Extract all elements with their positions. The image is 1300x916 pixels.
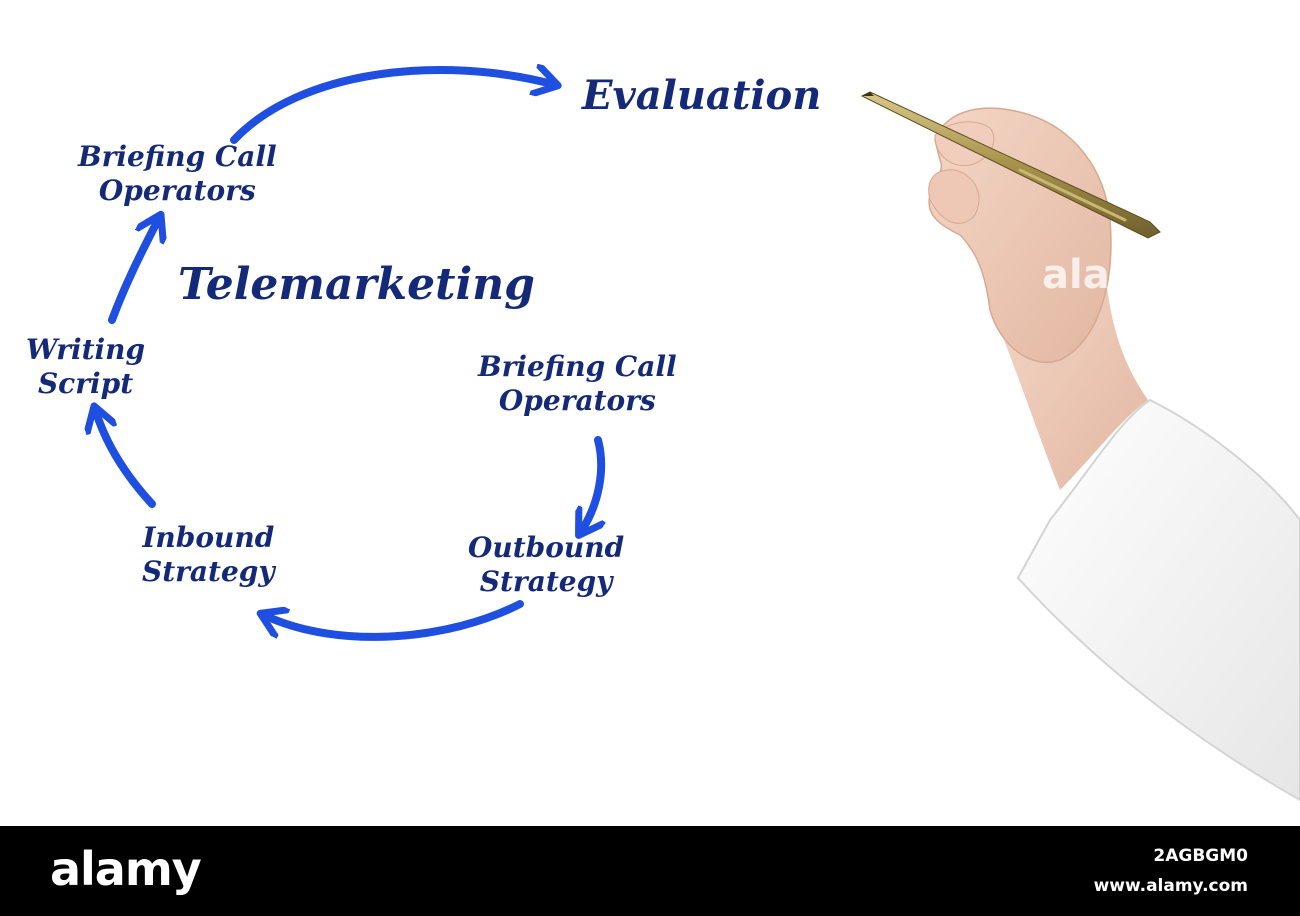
node-line: Operators [98, 174, 256, 207]
site-url: www.alamy.com [1093, 876, 1248, 896]
hand [928, 107, 1112, 363]
image-id: 2AGBGM0 [1153, 846, 1248, 866]
node-briefing-call-operators-top: Briefing Call Operators [78, 140, 277, 208]
node-line: Briefing Call [78, 140, 277, 173]
node-line: Inbound [142, 521, 275, 554]
arrow-inbound-to-writing [96, 412, 156, 508]
node-line: Strategy [479, 565, 613, 598]
node-line: Outbound [468, 531, 625, 564]
arrow-briefing-to-evaluation [230, 70, 552, 144]
footer-bar: alamy 2AGBGM0 www.alamy.com [0, 826, 1300, 916]
alamy-logo: alamy [50, 842, 202, 896]
arrow-writing-to-briefing [108, 220, 158, 324]
node-outbound-strategy: Outbound Strategy [468, 531, 624, 599]
evaluation-label: Evaluation [582, 72, 822, 119]
diagram-title: Telemarketing [178, 259, 535, 310]
node-line: Briefing Call [478, 350, 677, 383]
node-line: Script [37, 367, 134, 400]
pen [860, 91, 1161, 239]
sleeve [1016, 398, 1300, 802]
node-inbound-strategy: Inbound Strategy [142, 521, 275, 589]
arrow-outbound-to-inbound [266, 600, 524, 641]
node-line: Strategy [142, 555, 275, 588]
node-line: Writing [26, 333, 146, 366]
node-line: Operators [498, 384, 656, 417]
watermark: alam [1042, 252, 1112, 298]
arrow-briefing-to-outbound [582, 436, 601, 530]
node-writing-script: Writing Script [26, 333, 145, 401]
node-briefing-call-operators-right: Briefing Call Operators [478, 350, 677, 418]
finger [928, 169, 980, 224]
